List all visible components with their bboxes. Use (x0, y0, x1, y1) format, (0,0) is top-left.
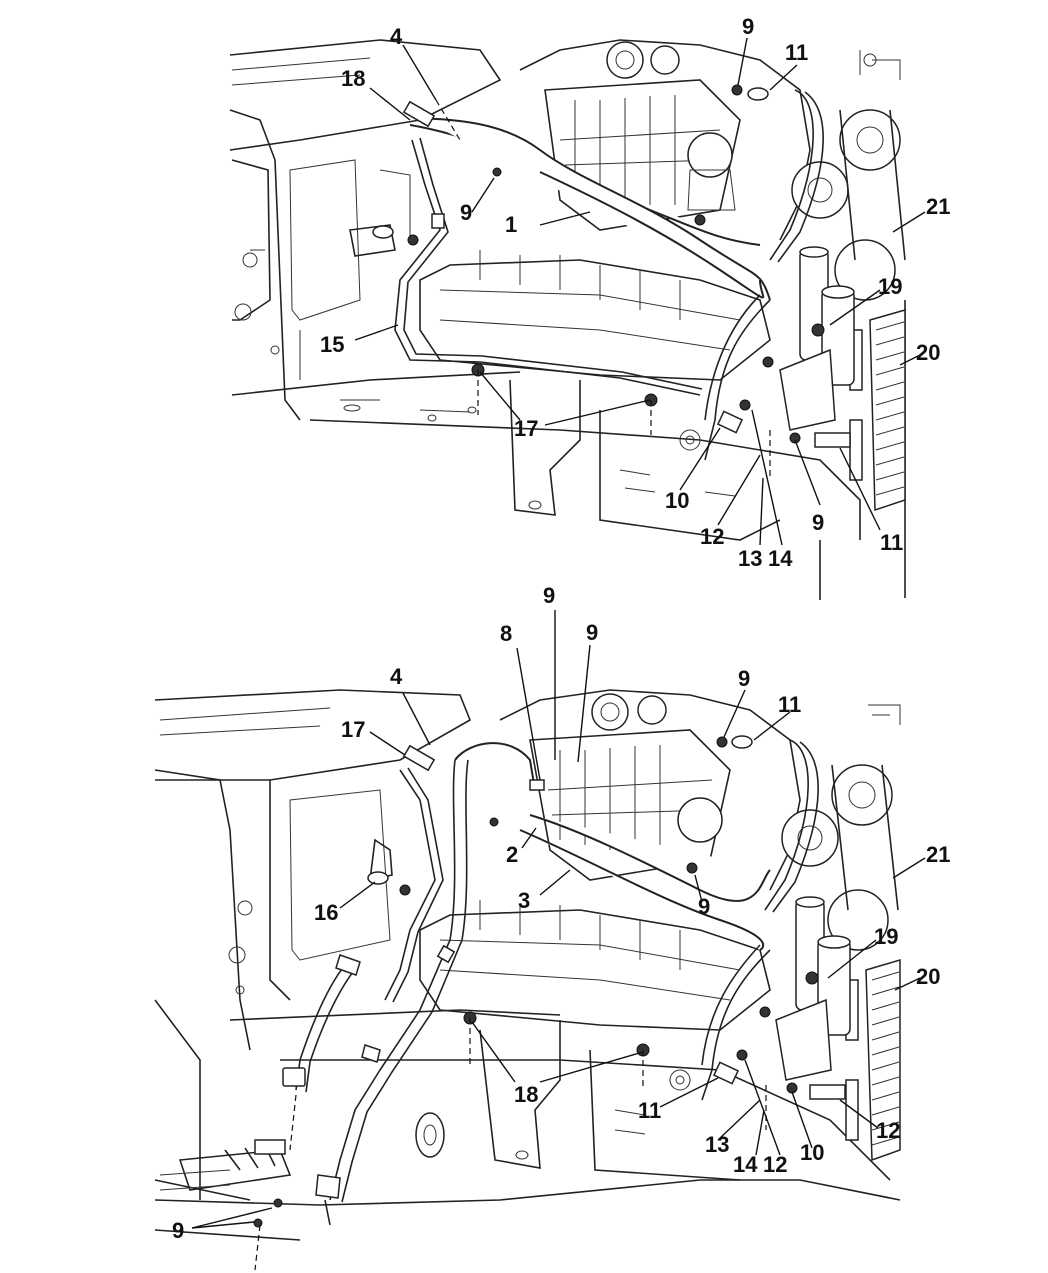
lower-body-structure (154, 689, 901, 1241)
callout-4-lower: 4 (390, 664, 403, 689)
callout-19-upper: 19 (878, 274, 902, 299)
callout-10-upper: 10 (665, 488, 689, 513)
callout-9-lower-b: 9 (698, 894, 710, 919)
lower-view (154, 610, 926, 1271)
callout-14-upper: 14 (768, 546, 793, 571)
callout-18-lower: 17 (341, 717, 365, 742)
lower-leaders (191, 610, 926, 1271)
lower-callouts: 9 8 9 4 9 9 11 17 2 21 3 9 16 19 20 18 1… (172, 583, 950, 1243)
lower-receiver-drier (759, 896, 851, 1081)
upper-callouts: 4 9 11 18 9 1 21 19 15 20 17 10 9 12 11 … (320, 14, 950, 571)
callout-9-lower-d: 9 (172, 1218, 184, 1243)
upper-view (229, 37, 926, 600)
callout-6: 8 (500, 621, 512, 646)
upper-receiver-drier (762, 246, 855, 431)
callout-13-lower: 14 (733, 1152, 758, 1177)
callout-4-upper: 4 (390, 24, 403, 49)
upper-condenser (849, 309, 906, 512)
callout-21-upper: 21 (926, 194, 950, 219)
callout-7: 9 (543, 583, 555, 608)
callout-9-upper-a: 9 (742, 14, 754, 39)
callout-1: 1 (505, 212, 517, 237)
callout-15: 15 (320, 332, 344, 357)
callout-12-lower: 13 (705, 1132, 729, 1157)
callout-16: 16 (314, 900, 338, 925)
callout-8: 9 (586, 620, 598, 645)
upper-line-15 (394, 100, 703, 396)
lower-evaporator-connector (159, 1139, 292, 1191)
callout-13-upper: 13 (738, 546, 762, 571)
callout-20-lower: 20 (916, 964, 940, 989)
callout-21-lower: 21 (926, 842, 950, 867)
callout-3: 3 (518, 888, 530, 913)
callout-9-lower-a-text: 9 (738, 666, 750, 691)
callout-11-lower-a: 11 (778, 692, 801, 717)
callout-11-upper-b: 11 (880, 530, 903, 555)
upper-leaders (354, 37, 926, 546)
callout-9-lower-c: 10 (800, 1140, 824, 1165)
callout-10-lower: 11 (638, 1098, 661, 1123)
callout-2: 2 (506, 842, 518, 867)
upper-engine (419, 39, 906, 381)
callout-20-upper: 20 (916, 340, 940, 365)
callout-17-lower: 18 (514, 1082, 538, 1107)
callout-12-upper: 12 (700, 524, 724, 549)
callout-9-upper-b: 9 (460, 200, 472, 225)
callout-9-upper-c: 9 (812, 510, 824, 535)
upper-hose-1 (409, 87, 824, 461)
callout-17-upper: 17 (514, 416, 538, 441)
lower-line-16 (367, 744, 444, 1003)
callout-11-upper-a: 11 (785, 40, 808, 65)
callout-11-lower-b: 12 (876, 1118, 900, 1143)
callout-19-lower: 19 (874, 924, 898, 949)
callout-14-lower-text: 12 (763, 1152, 787, 1177)
lower-hoses-2-3 (282, 735, 819, 1226)
callout-18-upper: 18 (341, 66, 365, 91)
